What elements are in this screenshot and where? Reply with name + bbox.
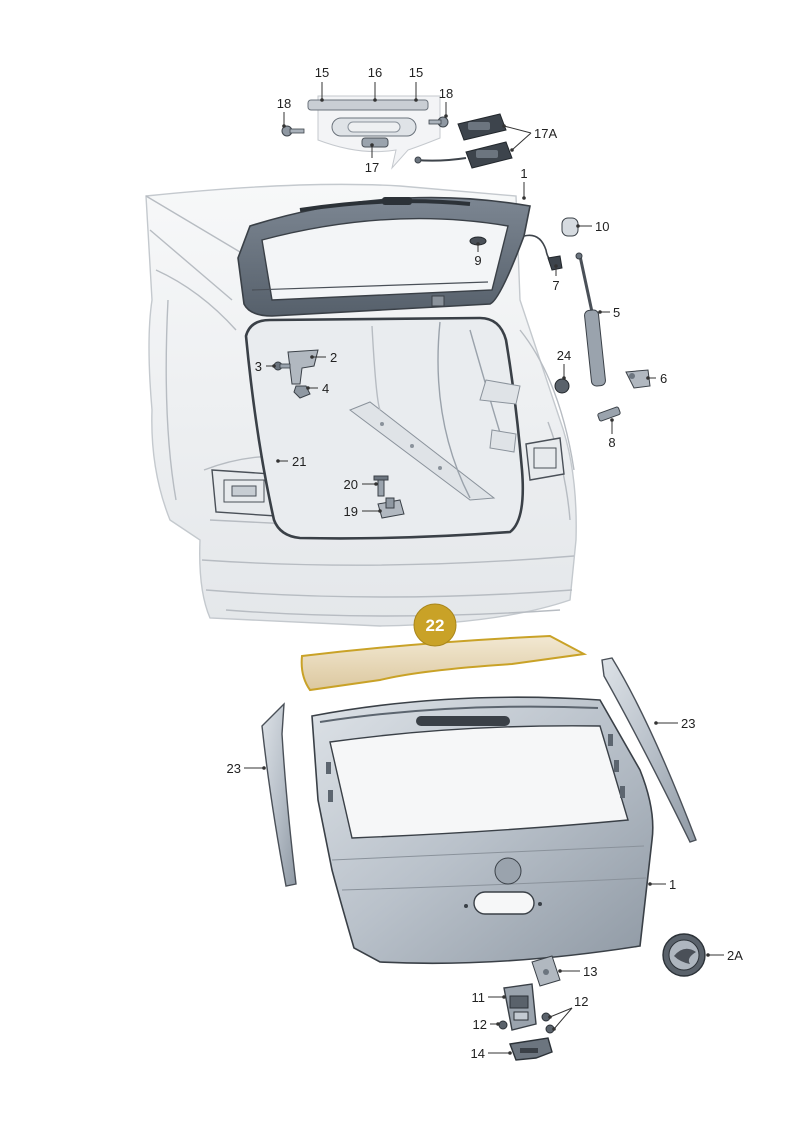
callout-13: 13 [583,964,597,979]
callout-1-top: 1 [520,166,527,181]
callout-16: 16 [368,65,382,80]
tail-light-right [525,437,565,481]
lock-11 [503,983,537,1031]
callout-12-right: 12 [574,994,588,1009]
gas-strut-5 [575,252,606,387]
callout-14: 14 [471,1046,485,1061]
emblem-2a [662,933,706,977]
callout-12-left: 12 [473,1017,487,1032]
nut-4 [293,385,311,399]
spoiler-22 [300,634,588,692]
callout-8: 8 [608,435,615,450]
callout-6: 6 [660,371,667,386]
hinge-2 [287,349,319,385]
tailgate-panel [311,696,654,965]
callout-24: 24 [557,348,571,363]
leader-lines [244,82,724,1055]
switch-17a-lower [414,141,513,169]
callout-23-left: 23 [227,761,241,776]
callout-17a: 17A [534,126,557,141]
callout-15-right: 15 [409,65,423,80]
callout-9: 9 [474,253,481,268]
bolt-20 [373,475,389,497]
clip-7 [547,255,563,271]
callout-23-right: 23 [681,716,695,731]
callout-7: 7 [552,278,559,293]
switch-17a-upper [457,113,507,141]
callout-10: 10 [595,219,609,234]
callout-20: 20 [344,477,358,492]
callout-1-bottom: 1 [669,877,676,892]
brake-light-detail [307,95,441,170]
callout-2: 2 [330,350,337,365]
callout-18-left: 18 [277,96,291,111]
screw-18-right [428,116,449,128]
bracket-6 [625,369,651,389]
bolt-8 [597,406,621,422]
callout-labels: 15 16 15 18 18 17A 17 1 10 9 7 5 3 2 4 2… [227,65,744,1061]
badge-22-label: 22 [426,616,445,635]
callout-5: 5 [613,305,620,320]
spoiler-22-badge: 22 [413,603,457,647]
callout-21: 21 [292,454,306,469]
callout-4: 4 [322,381,329,396]
callout-15-left: 15 [315,65,329,80]
handle-14 [509,1037,553,1061]
callout-2a: 2A [727,948,743,963]
callout-17: 17 [365,160,379,175]
trim-23-left [261,702,297,887]
inner-body-structure [348,321,521,501]
tailgate-open [237,196,531,317]
screw-18-left [281,125,305,137]
callout-11: 11 [472,990,486,1005]
callout-3: 3 [255,359,262,374]
trim-23-right [601,657,697,843]
callout-18-right: 18 [439,86,453,101]
nut-12-left [498,1020,508,1030]
cap-10 [561,217,579,237]
cover-13 [531,955,561,987]
callout-19: 19 [344,504,358,519]
striker-19 [377,497,405,519]
buffer-24 [554,378,570,394]
